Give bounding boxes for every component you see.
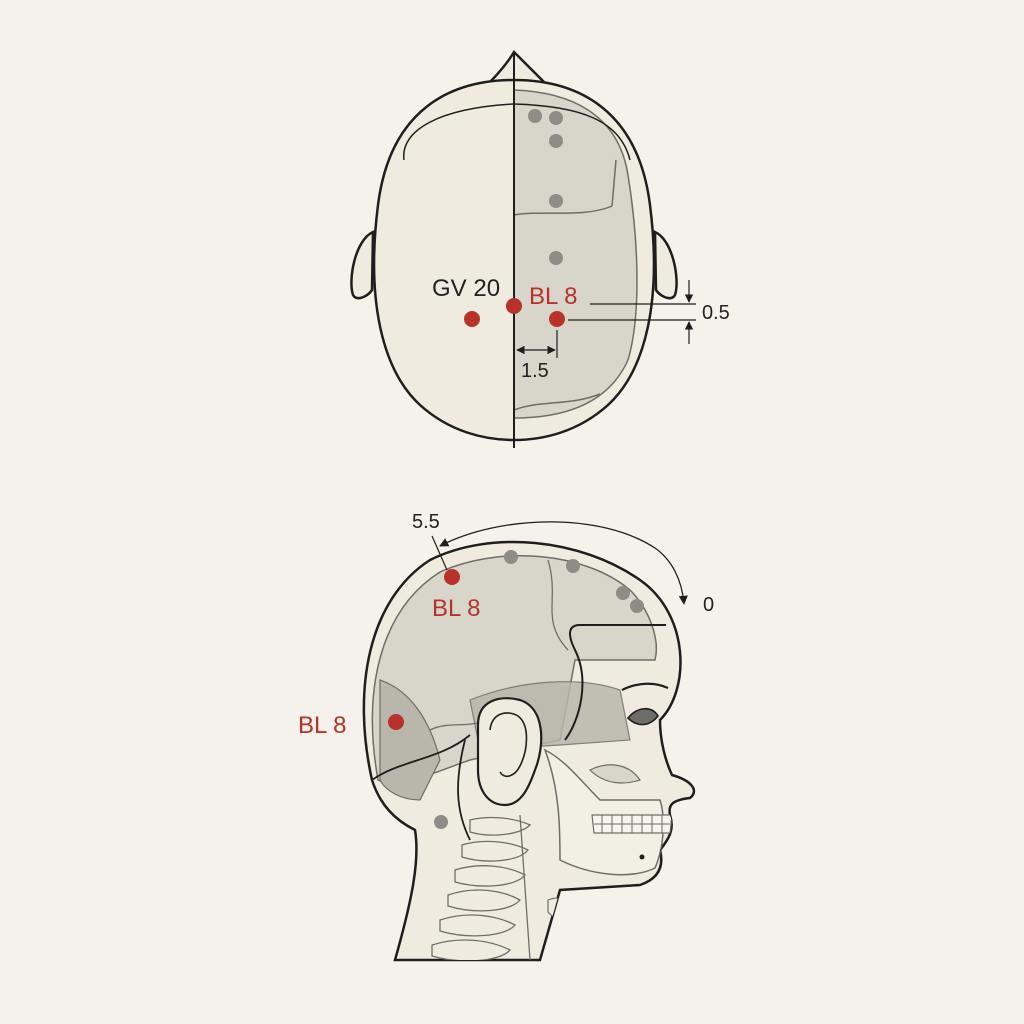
vertical-dimension-label: 0.5 xyxy=(702,302,730,324)
side-view-ear xyxy=(476,697,543,807)
bl8-vertex-label: BL 8 xyxy=(432,595,480,622)
arc-measure-line xyxy=(439,521,688,605)
side-view-hairline xyxy=(564,624,666,741)
side-view-jaw xyxy=(543,748,665,876)
top-view-head xyxy=(350,49,678,448)
arc-end-label: 0 xyxy=(703,594,714,616)
acupoint-gv20 xyxy=(506,298,522,314)
gv20-label: GV 20 xyxy=(432,275,500,302)
acupoint-bl8-occipital xyxy=(388,714,404,730)
reference-point xyxy=(549,134,563,148)
top-view-reference-points xyxy=(528,109,563,265)
arc-start-label: 5.5 xyxy=(412,511,440,533)
top-view-hair-tuft xyxy=(484,49,550,86)
reference-point xyxy=(549,251,563,265)
lateral-dimension-label: 1.5 xyxy=(521,360,549,382)
side-view-arc-dimension: 5.5 0 xyxy=(412,511,714,616)
reference-point xyxy=(630,599,644,613)
side-view-teeth xyxy=(591,814,673,834)
side-view-eyebrow xyxy=(621,682,669,691)
reference-point xyxy=(549,194,563,208)
side-view-cervical-spine xyxy=(431,814,585,960)
top-view-dimensions: 0.5 1.5 xyxy=(516,280,730,382)
reference-point xyxy=(566,559,580,573)
acupoint-left-bl8 xyxy=(464,311,480,327)
reference-point xyxy=(528,109,542,123)
side-view-head xyxy=(362,540,696,962)
top-view-right-ear xyxy=(653,230,678,300)
acupoint-bl8-vertex xyxy=(444,569,460,585)
acupoint-right-bl8 xyxy=(549,311,565,327)
top-view-acupoints xyxy=(464,298,565,327)
reference-point xyxy=(616,586,630,600)
reference-point xyxy=(549,111,563,125)
bl8-top-label: BL 8 xyxy=(529,283,577,310)
bl8-occipital-label: BL 8 xyxy=(298,712,346,739)
reference-point xyxy=(504,550,518,564)
top-view-left-ear xyxy=(350,230,375,300)
reference-point xyxy=(434,815,448,829)
side-view-eye xyxy=(626,707,659,726)
top-view-skull xyxy=(514,89,638,419)
